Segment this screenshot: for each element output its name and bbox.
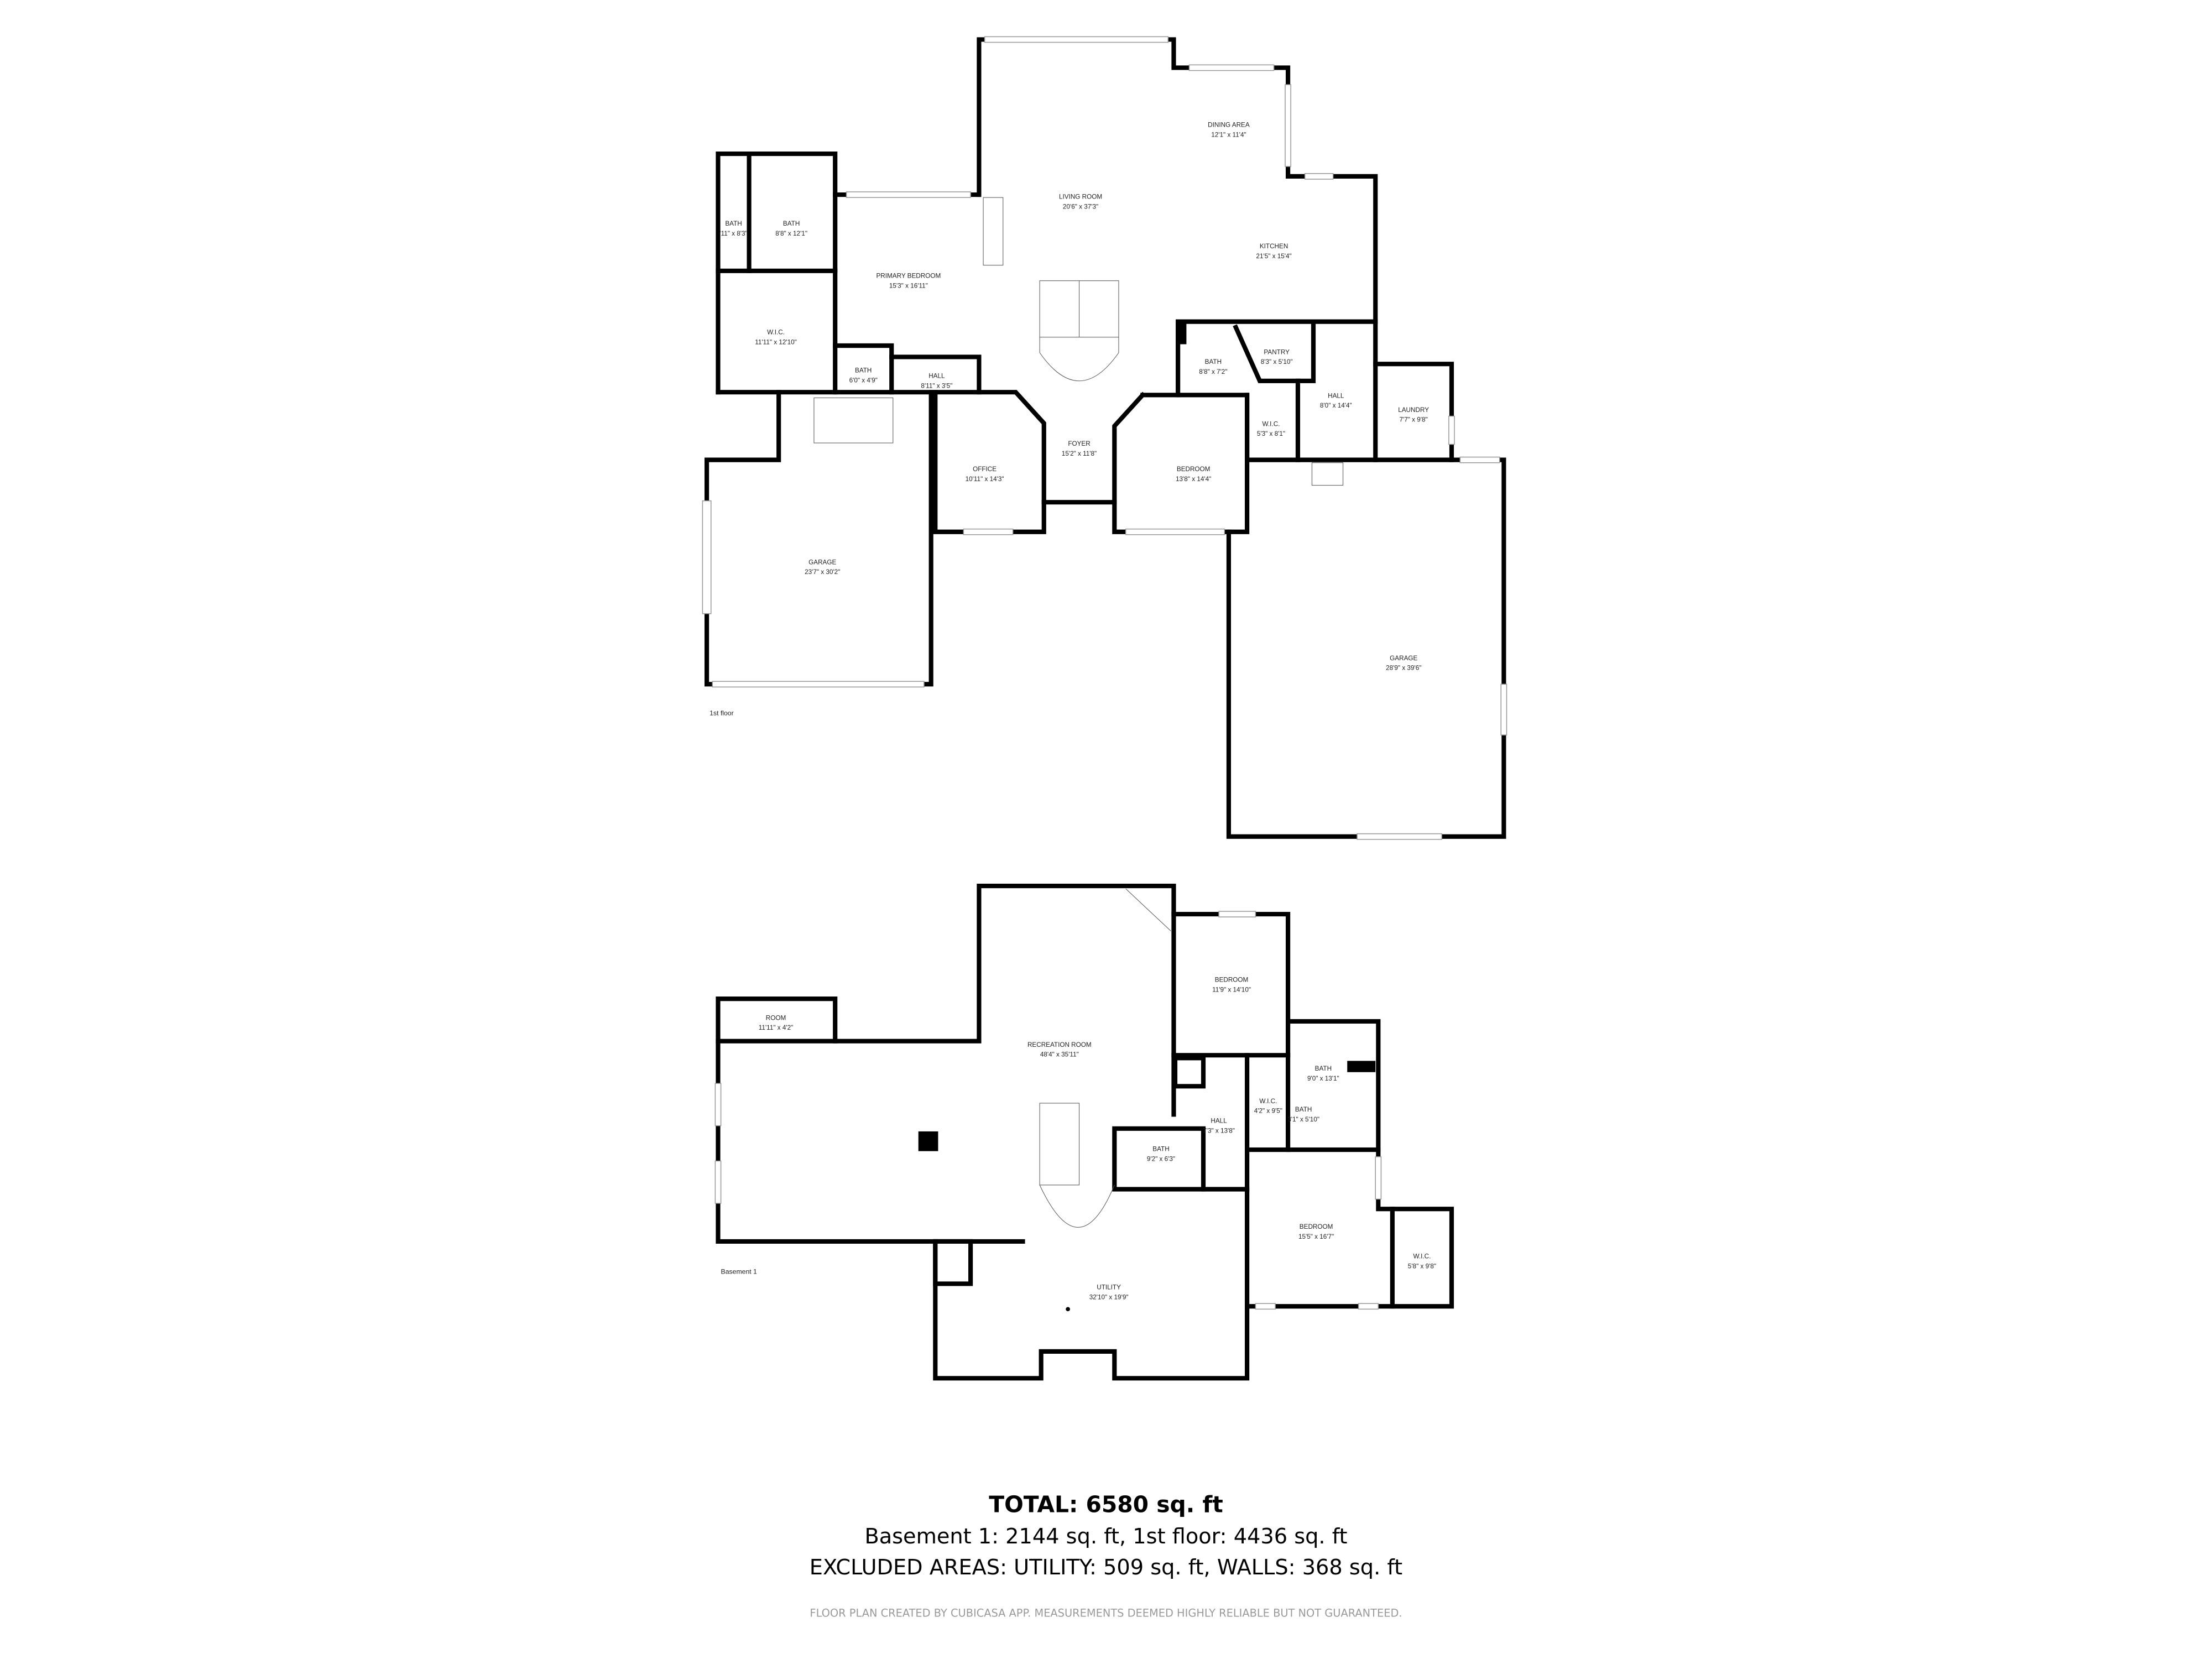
room-dims: 21'5" x 15'4" (1256, 253, 1291, 260)
floor-label-first: 1st floor (709, 709, 734, 717)
room-name: HALL (1211, 1118, 1227, 1125)
first-floor-labels: DINING AREA 12'1" x 11'4" LIVING ROOM 20… (709, 122, 1429, 717)
floor-label-basement: Basement 1 (721, 1268, 757, 1276)
room-name: HALL (1328, 392, 1344, 399)
room-dims: 7'7" x 9'8" (1399, 416, 1427, 424)
room-dims: 3'1" x 5'10" (1287, 1116, 1319, 1123)
room-dims: 8'8" x 12'1" (775, 230, 807, 237)
room-dims: 8'0" x 14'4" (1320, 402, 1352, 409)
room-dims: 12'1" x 11'4" (1211, 131, 1246, 138)
room-name: W.I.C. (1262, 420, 1280, 427)
room-name: LIVING ROOM (1059, 194, 1102, 201)
room-name: W.I.C. (1413, 1253, 1431, 1260)
room-name: W.I.C. (1259, 1098, 1277, 1105)
room-name: W.I.C. (767, 329, 785, 336)
room-name: PANTRY (1264, 348, 1290, 356)
room-name: BEDROOM (1215, 977, 1249, 984)
room-dims: 15'3" x 16'11" (889, 282, 928, 289)
room-dims: 8'11" x 3'5" (921, 383, 952, 390)
basement-walls (714, 883, 1454, 1381)
basement-staircase (1039, 888, 1171, 1228)
room-dims: '11" x 8'3" (719, 230, 747, 237)
room-name: UTILITY (1097, 1284, 1121, 1291)
room-dims: 5'8" x 9'8" (1408, 1262, 1436, 1270)
room-name: BATH (1315, 1065, 1332, 1072)
room-dims: 15'5" x 16'7" (1298, 1233, 1334, 1240)
room-dims: 11'11" x 12'10" (755, 338, 797, 346)
excluded-areas: EXCLUDED AREAS: UTILITY: 509 sq. ft, WAL… (810, 1555, 1402, 1580)
room-name: KITCHEN (1260, 243, 1288, 250)
room-dims: 9'2" x 6'3" (1147, 1155, 1175, 1162)
room-dims: 8'3" x 5'10" (1261, 358, 1293, 366)
room-dims: 6'0" x 4'9" (849, 377, 878, 384)
room-name: RECREATION ROOM (1027, 1041, 1092, 1048)
basement-labels: BEDROOM 11'9" x 14'10" ROOM 11'11" x 4'2… (721, 977, 1436, 1301)
area-summary: TOTAL: 6580 sq. ft Basement 1: 2144 sq. … (810, 1491, 1402, 1620)
first-floor-walls (702, 36, 1507, 840)
room-name: BATH (855, 367, 872, 374)
room-name: BEDROOM (1300, 1223, 1333, 1230)
room-name: OFFICE (973, 466, 997, 473)
staircase (813, 280, 1344, 486)
room-name: LAUNDRY (1398, 406, 1429, 414)
area-breakdown: Basement 1: 2144 sq. ft, 1st floor: 4436… (864, 1524, 1347, 1549)
room-name: ROOM (766, 1014, 786, 1021)
room-dims: 7'3" x 13'8" (1203, 1127, 1235, 1134)
total-area: TOTAL: 6580 sq. ft (989, 1491, 1223, 1518)
room-dims: 13'8" x 14'4" (1176, 476, 1211, 483)
room-name: GARAGE (1390, 655, 1417, 662)
room-name: BATH (1152, 1146, 1169, 1153)
room-name: HALL (928, 373, 945, 380)
room-name: BATH (725, 220, 742, 227)
room-dims: 5'3" x 8'1" (1257, 430, 1285, 437)
room-dims: 48'4" x 35'11" (1040, 1051, 1079, 1058)
room-name: BEDROOM (1177, 466, 1211, 473)
room-dims: 28'9" x 39'6" (1386, 665, 1421, 672)
room-dims: 32'10" x 19'9" (1089, 1293, 1129, 1301)
room-name: BATH (783, 220, 800, 227)
room-name: DINING AREA (1208, 122, 1250, 129)
room-dims: 15'2" x 11'8" (1062, 450, 1097, 457)
room-dims: 23'7" x 30'2" (805, 568, 840, 576)
room-dims: 10'11" x 14'3" (966, 476, 1004, 483)
room-name: PRIMARY BEDROOM (876, 273, 941, 280)
room-dims: 9'0" x 13'1" (1307, 1075, 1339, 1082)
room-name: FOYER (1068, 440, 1090, 447)
room-dims: 20'6" x 37'3" (1063, 204, 1098, 211)
room-dims: 11'9" x 14'10" (1212, 986, 1251, 993)
room-dims: 11'11" x 4'2" (759, 1024, 794, 1031)
room-name: BATH (1205, 358, 1222, 366)
room-dims: 8'8" x 7'2" (1199, 368, 1227, 375)
room-name: GARAGE (808, 559, 836, 566)
room-name: BATH (1295, 1106, 1312, 1113)
room-dims: 4'2" x 9'5" (1254, 1108, 1282, 1115)
disclaimer: FLOOR PLAN CREATED BY CUBICASA APP. MEAS… (810, 1606, 1402, 1619)
